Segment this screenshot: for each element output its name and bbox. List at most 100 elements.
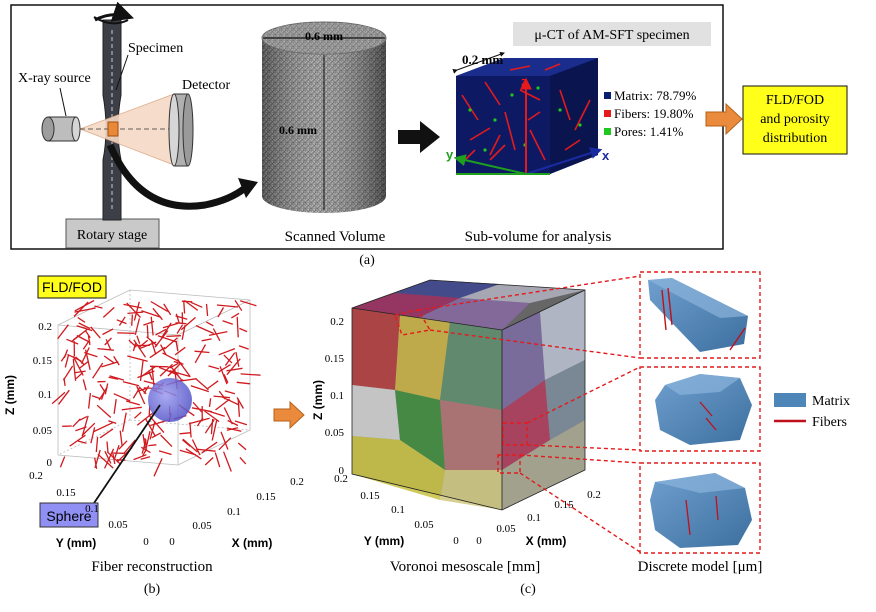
fiber-segment [132, 315, 133, 326]
fiber-segment [182, 440, 190, 446]
fiber-segment [217, 305, 238, 307]
fiber-segment [150, 366, 169, 367]
fiber-segment [107, 442, 108, 453]
sub-volume-legend: Matrix: 78.79% Fibers: 19.80% Pores: 1.4… [604, 88, 696, 139]
c-legend-matrix-label: Matrix [812, 394, 850, 409]
b-x-tick: 0.1 [227, 506, 241, 518]
fiber-segment [95, 450, 100, 468]
fiber-segment [104, 356, 114, 363]
b-z-tick: 0.05 [33, 425, 53, 437]
bc-arrow-icon [274, 402, 304, 428]
fiber-segment [73, 419, 81, 427]
fiber-segment [176, 323, 187, 324]
fiber-segment [235, 300, 242, 310]
fiber-segment [216, 399, 230, 410]
legend-fibers-label: Fibers: 19.80% [614, 106, 694, 121]
fiber-segment [65, 355, 68, 367]
legend-fibers-swatch [604, 110, 611, 117]
axis-z-label: z [521, 74, 528, 89]
fiber-segment [191, 386, 209, 392]
discrete-model-2 [640, 367, 760, 451]
fiber-segment [120, 431, 122, 446]
fiber-segment [60, 457, 64, 468]
fiber-segment [141, 360, 144, 381]
fld-fod-label: FLD/FOD [42, 279, 102, 295]
result-line-3: distribution [763, 131, 828, 146]
fiber-segment [161, 435, 172, 447]
fiber-segment [237, 382, 250, 384]
b-x-tick: 0.05 [192, 520, 212, 532]
sub-dim-label: 0.2 mm [462, 52, 503, 67]
b-y-tick: 0.2 [29, 470, 43, 482]
fiber-cube-frame [58, 290, 250, 465]
c-y-tick: 0.05 [414, 519, 434, 531]
specimen-label: Specimen [128, 41, 183, 56]
result-line-2: and porosity [760, 112, 830, 127]
fiber-segment [225, 353, 234, 366]
b-z-tick: 0.2 [38, 321, 52, 333]
fiber-segment [180, 450, 196, 455]
c-y-tick: 0.15 [360, 490, 380, 502]
fiber-segment [159, 451, 171, 455]
c-y-tick: 0.1 [391, 504, 405, 516]
discrete-model-3 [640, 463, 760, 553]
c-x-tick: 0 [476, 535, 482, 547]
fiber-segment [89, 393, 91, 409]
c-z-tick: 0.1 [330, 390, 344, 402]
c-legend-fibers-label: Fibers [812, 415, 847, 430]
fiber-segment [190, 422, 191, 437]
b-z-tick: 0.1 [38, 389, 52, 401]
fiber-segment [236, 352, 239, 367]
b-z-axis-label: Z (mm) [3, 375, 17, 415]
fiber-segment [138, 371, 155, 378]
c-y-axis-label: Y (mm) [364, 534, 404, 548]
fiber-segment [223, 397, 240, 405]
fiber-segment [219, 349, 235, 355]
sub-volume-label: Sub-volume for analysis [465, 229, 612, 245]
legend-pores-swatch [604, 128, 611, 135]
b-y-axis-label: Y (mm) [56, 536, 96, 550]
fiber-segment [148, 445, 156, 446]
c-legend-matrix-swatch [774, 393, 806, 407]
fiber-segment [93, 363, 103, 378]
fiber-segment [166, 336, 181, 337]
fiber-segment [122, 407, 142, 410]
fiber-segment [154, 458, 162, 476]
fiber-segment [227, 368, 243, 371]
fiber-segment [223, 321, 233, 325]
fiber-segment [96, 437, 97, 452]
fiber-segment [235, 421, 247, 425]
fiber-segment [79, 361, 88, 368]
dim-side-label: 0.6 mm [279, 123, 317, 137]
scanned-volume-label: Scanned Volume [285, 229, 386, 245]
panel-b: Sphere FLD/FOD 0 0.05 0.1 0.15 0.2 Z (mm… [3, 276, 304, 597]
c-x-tick: 0.1 [527, 512, 541, 524]
fiber-segment [97, 405, 111, 417]
c-x-tick: 0.15 [554, 499, 574, 511]
c-z-axis-label: Z (mm) [311, 380, 325, 420]
fiber-segment [103, 329, 114, 335]
rotary-stage-label: Rotary stage [77, 228, 147, 243]
b-y-tick: 0.15 [56, 487, 76, 499]
detector-label: Detector [182, 78, 231, 93]
legend-matrix-label: Matrix: 78.79% [614, 88, 696, 103]
fiber-segment [195, 345, 205, 363]
fiber-segment [119, 441, 127, 449]
panel-c: 0 0.05 0.1 0.15 0.2 Z (mm) 0.2 0.15 0.1 … [311, 272, 850, 597]
b-z-ticks: 0 0.05 0.1 0.15 0.2 [33, 321, 53, 469]
result-box: FLD/FOD and porosity distribution [743, 86, 847, 154]
caption-b: (b) [144, 582, 161, 597]
legend-matrix-swatch [604, 92, 611, 99]
fiber-segment [79, 417, 87, 421]
fiber-segment [135, 318, 139, 335]
b-y-tick: 0.1 [85, 503, 99, 515]
fiber-segment [240, 457, 246, 464]
fiber-segment [101, 362, 118, 367]
fiber-segment [224, 452, 232, 472]
c-z-tick: 0.15 [325, 353, 345, 365]
fiber-segment [176, 314, 179, 323]
fiber-segment [85, 330, 90, 337]
fiber-segment [215, 453, 219, 467]
c-x-axis-label: X (mm) [526, 534, 567, 548]
